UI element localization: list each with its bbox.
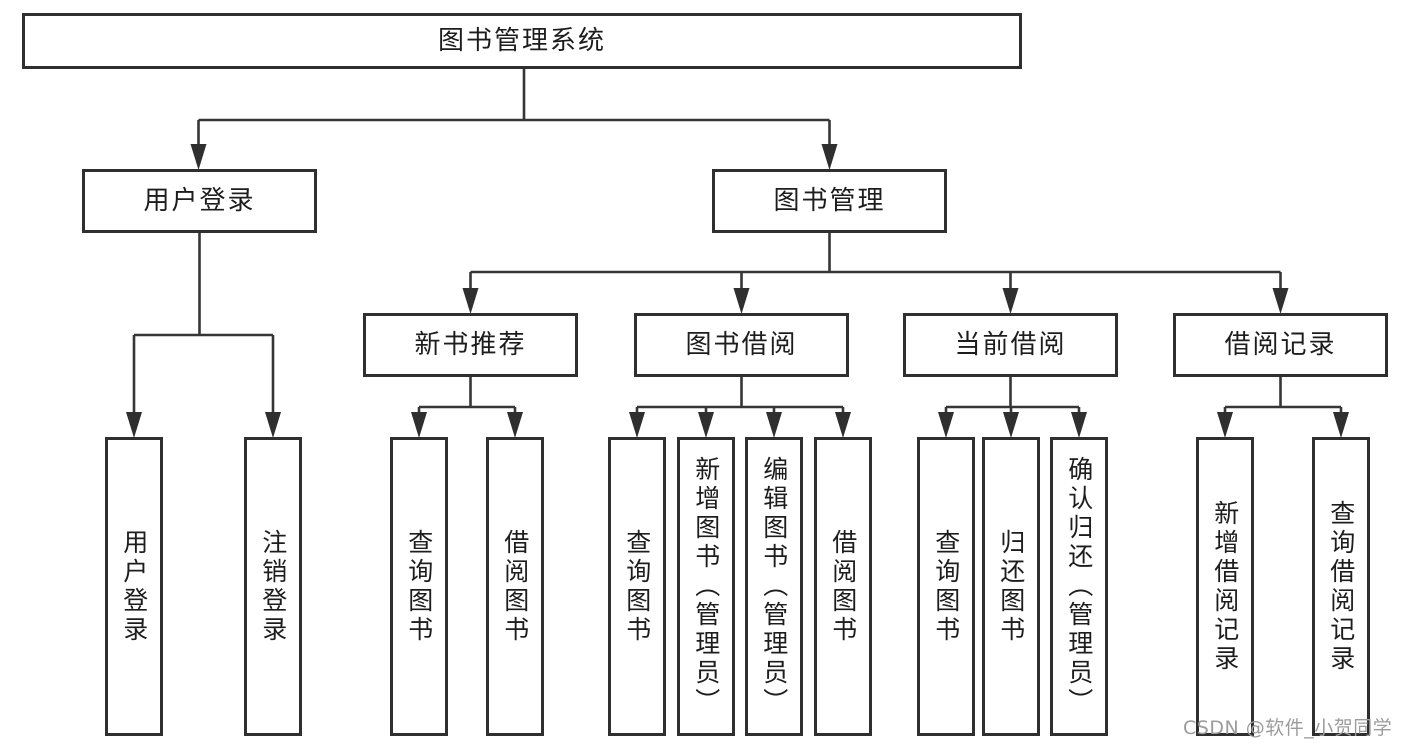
leaf-confirm-return-admin-label: 确认归还（管理员） (1064, 456, 1094, 717)
leaf-query-books-current-label: 查询图书 (931, 528, 961, 645)
leaf-confirm-return-admin: 确认归还（管理员） (1050, 437, 1108, 736)
leaf-borrow-books-recommend: 借阅图书 (486, 437, 544, 736)
leaf-query-books-recommend: 查询图书 (390, 437, 448, 736)
node-borrow-records: 借阅记录 (1173, 313, 1388, 377)
node-new-book-recommend: 新书推荐 (363, 313, 578, 377)
leaf-logout: 注销登录 (244, 437, 302, 736)
leaf-return-book-label: 归还图书 (996, 528, 1026, 645)
leaf-return-book: 归还图书 (982, 437, 1040, 736)
node-root-label: 图书管理系统 (437, 26, 606, 56)
node-book-management: 图书管理 (712, 169, 947, 233)
leaf-query-books-borrow: 查询图书 (608, 437, 666, 736)
leaf-add-borrow-record: 新增借阅记录 (1196, 437, 1254, 736)
leaf-query-borrow-record-label: 查询借阅记录 (1326, 499, 1356, 674)
leaf-add-book-admin: 新增图书（管理员） (677, 437, 735, 736)
node-user-login-label: 用户登录 (143, 186, 256, 216)
leaf-user-login-label: 用户登录 (119, 528, 149, 645)
node-book-management-label: 图书管理 (773, 186, 886, 216)
leaf-query-books-current: 查询图书 (917, 437, 975, 736)
leaf-query-books-borrow-label: 查询图书 (622, 528, 652, 645)
csdn-watermark: CSDN @软件_小贺同学 (1183, 717, 1393, 739)
leaf-user-login: 用户登录 (105, 437, 163, 736)
arrowheads (126, 144, 1349, 438)
leaf-edit-book-admin: 编辑图书（管理员） (745, 437, 803, 736)
leaf-borrow-books-label: 借阅图书 (828, 528, 858, 645)
leaf-logout-label: 注销登录 (258, 528, 288, 645)
leaf-edit-book-admin-label: 编辑图书（管理员） (759, 456, 789, 717)
leaf-query-books-recommend-label: 查询图书 (404, 528, 434, 645)
node-current-borrow-label: 当前借阅 (954, 330, 1067, 360)
node-current-borrow: 当前借阅 (903, 313, 1118, 377)
node-user-login: 用户登录 (82, 169, 317, 233)
leaf-add-borrow-record-label: 新增借阅记录 (1210, 499, 1240, 674)
node-root: 图书管理系统 (22, 13, 1022, 69)
leaf-query-borrow-record: 查询借阅记录 (1312, 437, 1370, 736)
leaf-borrow-books-recommend-label: 借阅图书 (500, 528, 530, 645)
node-new-book-recommend-label: 新书推荐 (414, 330, 527, 360)
leaf-add-book-admin-label: 新增图书（管理员） (691, 456, 721, 717)
node-borrow-records-label: 借阅记录 (1224, 330, 1337, 360)
node-book-borrow: 图书借阅 (634, 313, 849, 377)
node-book-borrow-label: 图书借阅 (685, 330, 798, 360)
leaf-borrow-books: 借阅图书 (814, 437, 872, 736)
